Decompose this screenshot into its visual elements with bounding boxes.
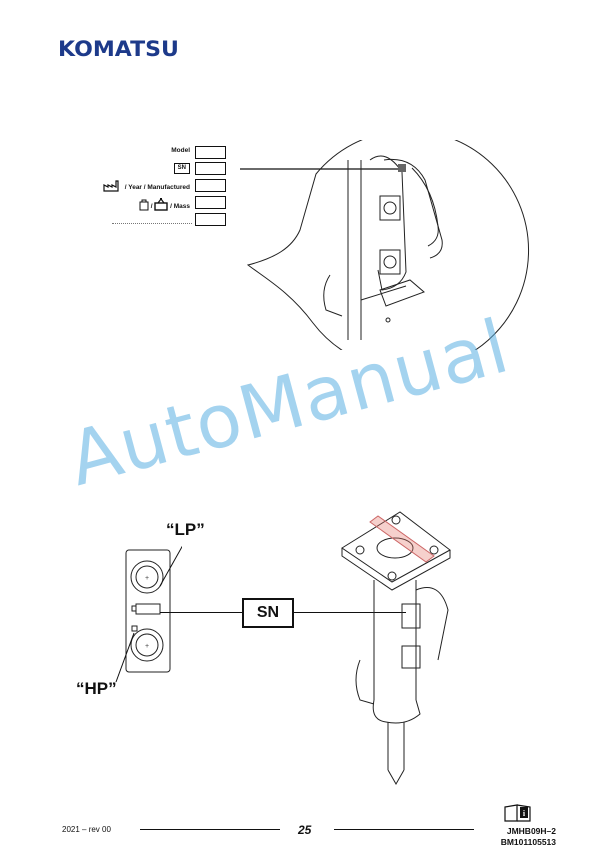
hammer-drawing (341, 511, 451, 786)
plate-year-text: / Year / Manufactured (124, 184, 190, 191)
doc-code-1: JMHB09H–2 (506, 826, 556, 836)
svg-text:i: i (523, 809, 526, 818)
info-manual-icon: i (504, 804, 531, 822)
upper-detail-drawing (240, 140, 530, 350)
sn-badge-small: SN (173, 163, 190, 174)
lp-hp-leader-lines (115, 545, 182, 683)
lp-callout: “LP” (166, 520, 205, 539)
plate-sn-box (195, 162, 226, 175)
sn-right-line (294, 612, 406, 613)
svg-text:+: + (145, 643, 149, 650)
komatsu-logo: KOMATSU (58, 37, 179, 61)
plate-dotted-line (112, 223, 192, 224)
plate-mass-label: / / Mass (139, 197, 190, 211)
plate-year-label: / Year / Manufactured (103, 180, 190, 192)
plate-model-label: Model (171, 147, 190, 154)
weight-icon (154, 198, 169, 211)
plate-row-blank (80, 213, 226, 227)
plate-blank-box (195, 213, 226, 226)
doc-code-2: BM101105513 (500, 837, 556, 847)
svg-text:+: + (145, 575, 149, 582)
factory-icon (103, 180, 119, 192)
plate-year-box (195, 179, 226, 192)
plate-row-year: / Year / Manufactured (80, 179, 226, 193)
page-number: 25 (298, 823, 312, 837)
plate-mass-text: / Mass (170, 203, 190, 210)
plate-model-box (195, 146, 226, 159)
footer-rule-left (140, 829, 280, 830)
plate-sn-label: SN (173, 163, 190, 174)
footer-revision: 2021 – rev 00 (62, 825, 111, 834)
footer-rule-right (334, 829, 474, 830)
plate-row-sn: SN (80, 162, 226, 176)
plate-mass-separator: / (150, 203, 153, 210)
hp-callout: “HP” (76, 679, 117, 698)
plate-mass-box (195, 196, 226, 209)
battery-icon (139, 199, 149, 211)
sn-left-line (160, 612, 242, 613)
plate-row-mass: / / Mass (80, 196, 226, 211)
valve-block-drawing: + + (125, 549, 171, 673)
sn-label-box: SN (242, 598, 294, 628)
plate-row-model: Model (80, 146, 226, 160)
